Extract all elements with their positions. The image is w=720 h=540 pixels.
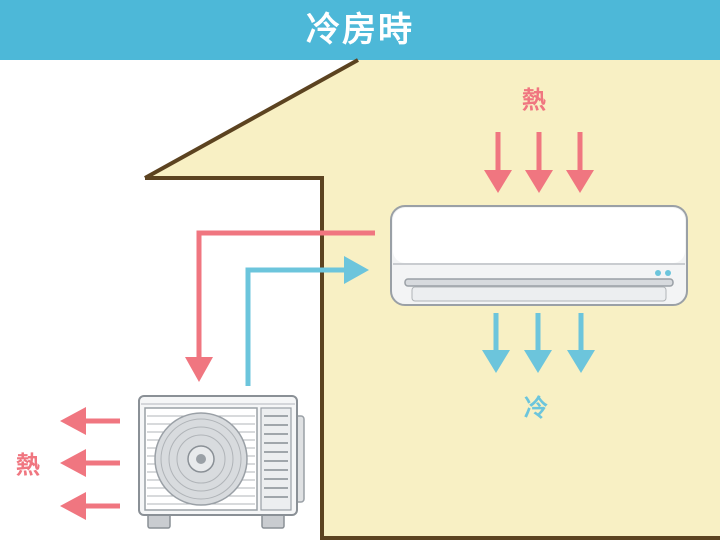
- heat-arrow-left: [60, 407, 120, 435]
- heat-arrows-left: [60, 407, 120, 520]
- cool-arrow-down: [567, 313, 595, 373]
- air-conditioner-icon: [390, 205, 688, 306]
- heat-arrow-left: [60, 492, 120, 520]
- heat-label-outdoor: 熱: [16, 451, 40, 479]
- outdoor-unit-icon: [138, 395, 305, 529]
- cool-arrow-down: [482, 313, 510, 373]
- cool-arrows-bottom: [482, 313, 595, 373]
- heat-arrows-top: [484, 132, 594, 193]
- house-outline: [144, 58, 720, 540]
- heat-label-indoor: 熱: [522, 86, 546, 114]
- heat-arrow-left: [60, 449, 120, 477]
- header-bar: 冷房時: [0, 0, 720, 60]
- cool-pipe-arrow: [245, 256, 369, 386]
- heat-arrow-down: [566, 132, 594, 193]
- heat-pipe-arrow: [185, 230, 375, 382]
- page-title: 冷房時: [306, 10, 414, 50]
- cool-arrow-down: [524, 313, 552, 373]
- indicator-light-icon: [665, 270, 671, 276]
- heat-arrow-down: [484, 132, 512, 193]
- indicator-light-icon: [655, 270, 661, 276]
- cool-label: 冷: [524, 394, 548, 422]
- heat-arrow-down: [525, 132, 553, 193]
